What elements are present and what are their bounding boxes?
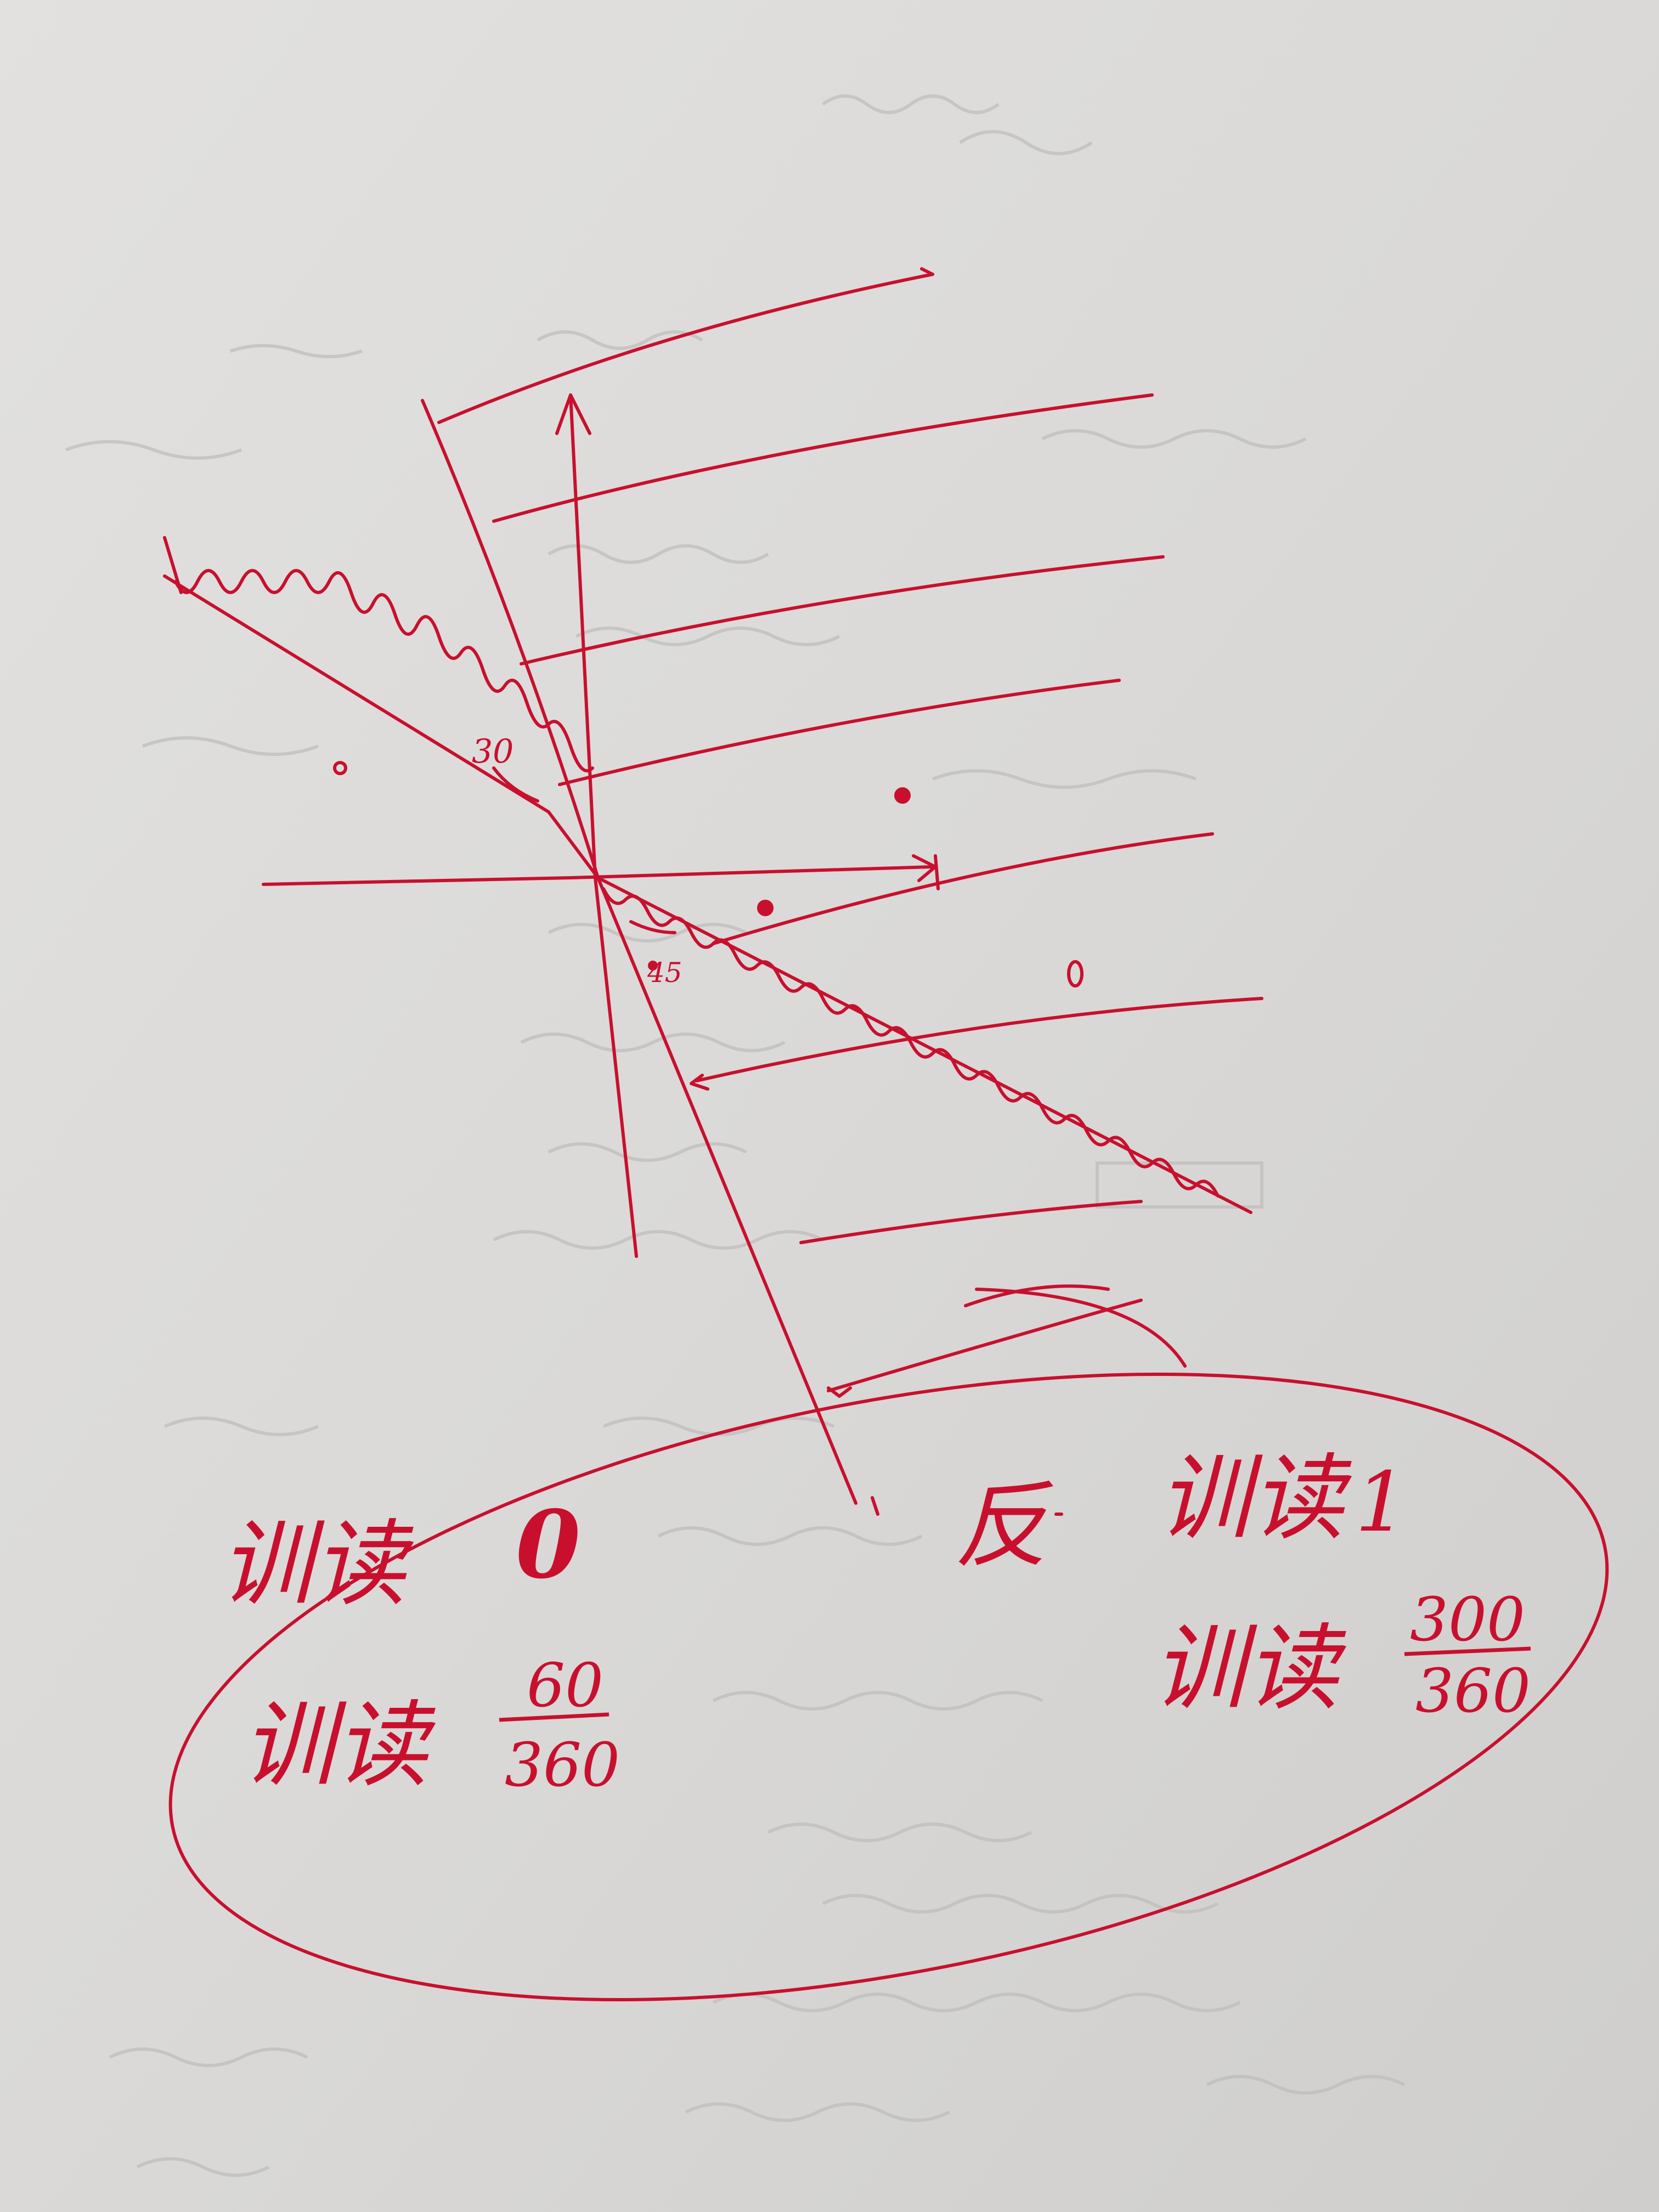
note-left-bottom-prefix: 训读 [241, 1691, 436, 1800]
note-right-top-value: 1 [1355, 1455, 1407, 1550]
dot-2 [894, 787, 911, 804]
note-left-bottom-den: 360 [505, 1730, 620, 1800]
note-left-top-value: 0 [516, 1490, 580, 1600]
vertical-axis [569, 393, 638, 1258]
note-right-bottom-den: 360 [1415, 1656, 1531, 1726]
ray-5 [712, 832, 1214, 945]
tick-label-45: 45 [647, 957, 682, 989]
bleed-through-marks [65, 94, 1406, 2177]
dot-5 [648, 961, 658, 970]
note-left-top-prefix: 训读 [219, 1510, 414, 1619]
sketch-drawing [163, 267, 1609, 2002]
angle-label-30: 30 [472, 732, 514, 771]
ray-4 [558, 679, 1121, 786]
note-right-bottom-prefix: 训读 [1152, 1615, 1347, 1723]
ray-3 [520, 555, 1165, 665]
diagonal-line [163, 574, 1252, 1214]
ray-6 [695, 997, 1263, 1082]
note-right-top-prefix: 训读 [1158, 1444, 1352, 1553]
vertical-axis-arrow [555, 393, 591, 435]
note-left-bottom-num: 60 [527, 1650, 603, 1720]
horizontal-axis [262, 865, 934, 886]
steep-line [421, 399, 857, 1505]
notes-block: 训读 0 反 训读 1 训读 60 360 训读 300 360 [219, 1444, 1531, 1800]
dot-1 [333, 761, 347, 775]
fraction-bar-right [1404, 1646, 1531, 1656]
fraction-bar-left [499, 1712, 610, 1722]
note-right-bottom-num: 300 [1410, 1584, 1525, 1655]
dot-3 [757, 900, 774, 916]
ray-1 [437, 273, 934, 424]
dot-4 [1067, 960, 1084, 988]
notes-ellipse [168, 1372, 1609, 2002]
ray-2 [492, 393, 1154, 523]
ray-7 [799, 1200, 1143, 1244]
note-right-top-word: 反 [955, 1472, 1053, 1581]
wavy-line [174, 569, 1220, 1198]
ray-8 [827, 1299, 1143, 1392]
